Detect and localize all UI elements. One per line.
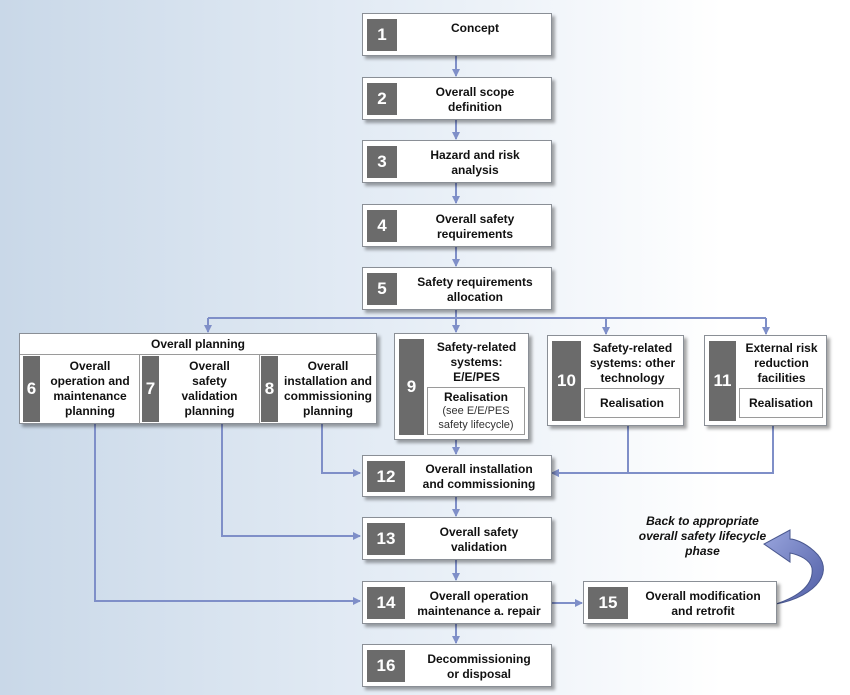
phase-14-box: 14 Overall operation maintenance a. repa… xyxy=(362,581,552,624)
phase-5-number: 5 xyxy=(367,273,397,305)
phase-6-number: 6 xyxy=(23,356,40,422)
phase-8-label: Overall installation and commissioning p… xyxy=(283,359,372,418)
planning-divider-top xyxy=(20,354,376,355)
phase-3-label: Hazard and risk analysis xyxy=(430,147,520,177)
phase-1-number: 1 xyxy=(367,19,397,51)
phase-9-realisation-note: (see E/E/PES safety lifecycle) xyxy=(438,405,514,431)
phase-1-label: Concept xyxy=(451,20,499,35)
phase-3-number: 3 xyxy=(367,146,397,178)
connector-8-12 xyxy=(321,424,361,477)
phase-16-box: 16 Decommissioning or disposal xyxy=(362,644,552,687)
phase-6-label: Overall operation and maintenance planni… xyxy=(50,359,130,418)
phase-9-box: 9 Safety-related systems: E/E/PES Realis… xyxy=(394,333,529,440)
phase-12-box: 12 Overall installation and commissionin… xyxy=(362,455,552,497)
back-to-phase-note: Back to appropriate overall safety lifec… xyxy=(638,514,767,558)
phase-10-label: Safety-related systems: other technology xyxy=(589,340,676,385)
phase-11-realisation-box: Realisation xyxy=(739,388,823,418)
phase-4-box: 4 Overall safety requirements xyxy=(362,204,552,247)
phase-8-number: 8 xyxy=(261,356,278,422)
phase-1-box: 1 Concept xyxy=(362,13,552,56)
phase-15-label: Overall modification and retrofit xyxy=(645,588,761,618)
phase-9-realisation-box: Realisation (see E/E/PES safety lifecycl… xyxy=(427,387,525,435)
phase-16-number: 16 xyxy=(367,650,405,682)
connector-7-13 xyxy=(221,424,361,540)
phase-15-number: 15 xyxy=(588,587,628,619)
phase-13-number: 13 xyxy=(367,523,405,555)
phase-3-box: 3 Hazard and risk analysis xyxy=(362,140,552,183)
connector-6-14 xyxy=(94,424,361,605)
back-arrow xyxy=(763,529,824,605)
phase-4-number: 4 xyxy=(367,210,397,242)
phase-14-number: 14 xyxy=(367,587,405,619)
phase-10-box: 10 Safety-related systems: other technol… xyxy=(547,335,684,426)
phase-11-number: 11 xyxy=(709,341,736,421)
phase-5-box: 5 Safety requirements allocation xyxy=(362,267,552,310)
phase-13-box: 13 Overall safety validation xyxy=(362,517,552,560)
phase-15-box: 15 Overall modification and retrofit xyxy=(583,581,777,624)
phase-12-label: Overall installation and commissioning xyxy=(422,462,536,491)
phase-16-label: Decommissioning or disposal xyxy=(427,651,531,681)
phase-2-number: 2 xyxy=(367,83,397,115)
phase-2-box: 2 Overall scope definition xyxy=(362,77,552,120)
phase-5-label: Safety requirements allocation xyxy=(417,274,533,304)
phase-13-label: Overall safety validation xyxy=(439,524,519,554)
phase-11-box: 11 External risk reduction facilities Re… xyxy=(704,335,827,426)
phase-4-label: Overall safety requirements xyxy=(435,211,515,241)
phase-10-number: 10 xyxy=(552,341,581,421)
phase-9-realisation-label: Realisation xyxy=(443,390,509,404)
overall-planning-title: Overall planning xyxy=(150,336,246,351)
phase-11-label: External risk reduction facilities xyxy=(745,340,818,385)
overall-planning-box: Overall planning 6 Overall operation and… xyxy=(19,333,377,424)
phase-9-number: 9 xyxy=(399,339,424,435)
phase-7-number: 7 xyxy=(142,356,159,422)
phase-14-label: Overall operation maintenance a. repair xyxy=(417,588,541,618)
phase-2-label: Overall scope definition xyxy=(435,84,515,114)
connector-11-12 xyxy=(551,426,774,477)
planning-divider-2 xyxy=(259,355,260,424)
planning-divider-1 xyxy=(139,355,140,424)
phase-10-realisation-box: Realisation xyxy=(584,388,680,418)
connector-10-12 xyxy=(551,426,629,477)
phase-12-number: 12 xyxy=(367,461,405,492)
phase-9-label: Safety-related systems: E/E/PES xyxy=(436,339,517,384)
phase-7-label: Overall safety validation planning xyxy=(181,359,238,418)
